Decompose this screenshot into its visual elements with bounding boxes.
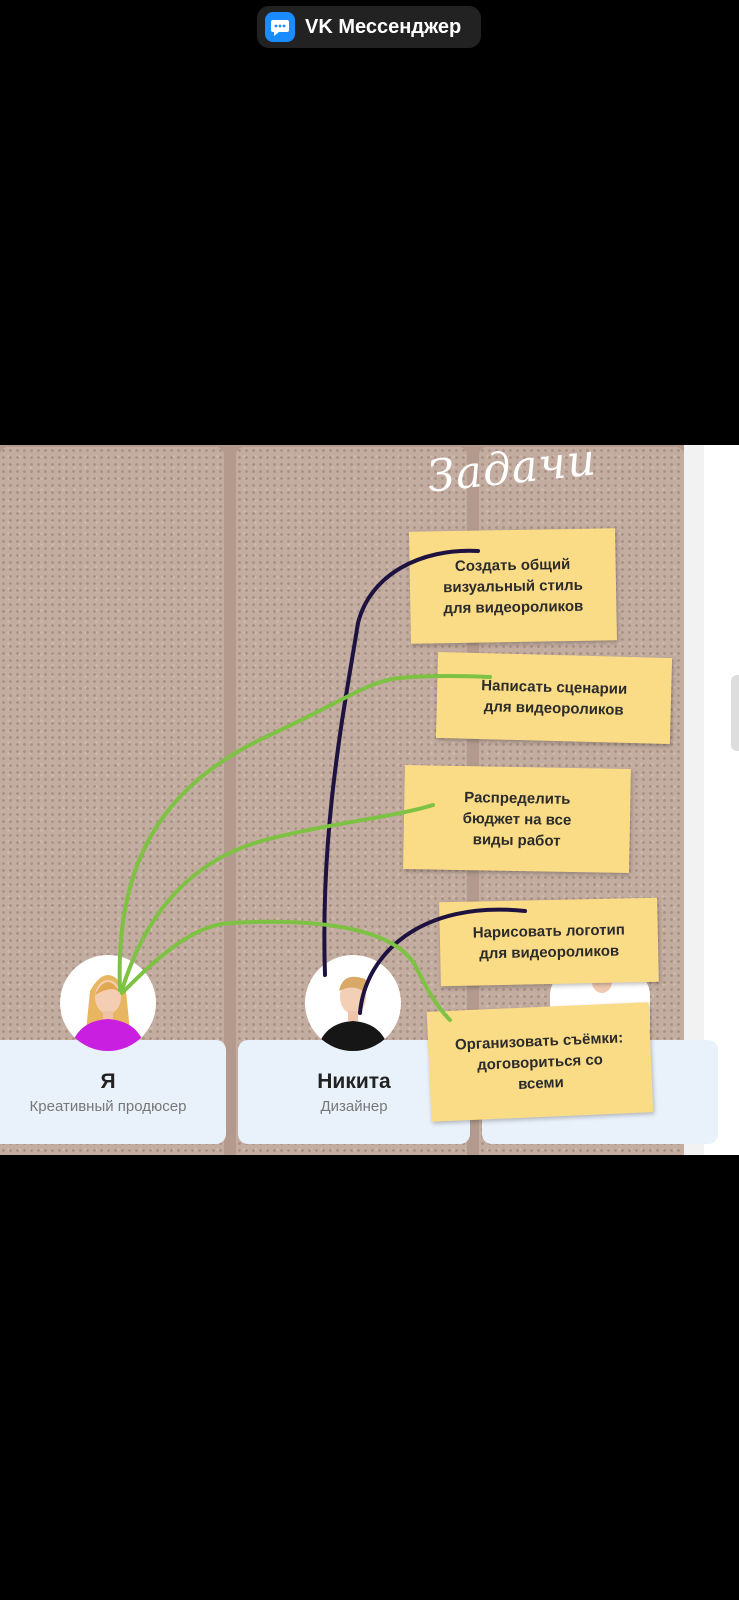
stroke-nikita-to-note-4 bbox=[358, 907, 527, 1015]
avatar-nikita bbox=[305, 955, 401, 1051]
person-card-me[interactable]: Я Креативный продюсер bbox=[0, 1040, 226, 1144]
person-name: Никита bbox=[317, 1070, 391, 1093]
stroke-me-to-note-2 bbox=[117, 674, 492, 992]
app-indicator[interactable]: VK Мессенджер bbox=[257, 6, 481, 48]
person-role: Дизайнер bbox=[320, 1098, 388, 1115]
app-name: VK Мессенджер bbox=[305, 15, 462, 38]
side-strip bbox=[684, 445, 704, 1155]
board-column-1 bbox=[0, 447, 224, 1155]
stroke-me-to-note-3 bbox=[120, 803, 435, 992]
scroll-handle[interactable] bbox=[731, 675, 739, 751]
stroke-me-to-note-5 bbox=[120, 919, 452, 1022]
person-role: Креативный продюсер bbox=[29, 1098, 187, 1115]
vk-messenger-icon bbox=[265, 12, 295, 42]
hand-drawn-connections bbox=[117, 548, 527, 1022]
avatar-me bbox=[60, 955, 156, 1051]
person-name: Я bbox=[100, 1070, 116, 1093]
video-frame: Задачи Я Креативный продюсер Никита Диза… bbox=[0, 445, 739, 1155]
stroke-nikita-to-note-1 bbox=[322, 548, 480, 977]
